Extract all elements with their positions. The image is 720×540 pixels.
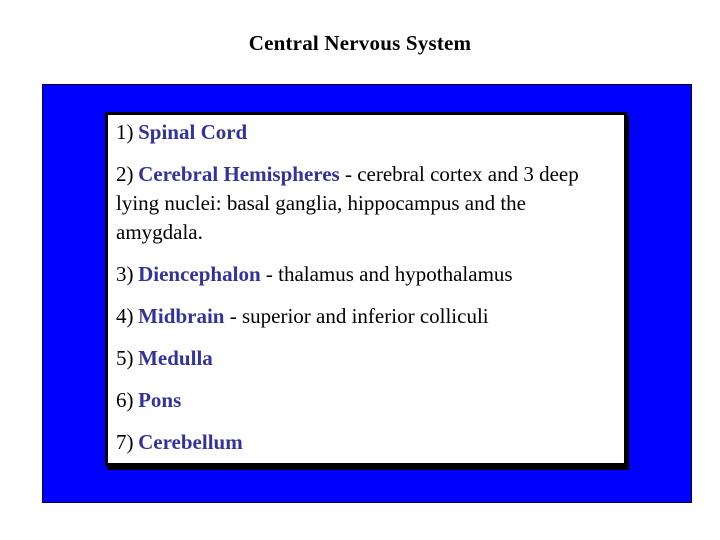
item-term: Cerebral Hemispheres [138, 162, 340, 186]
item-term: Midbrain [138, 304, 225, 328]
item-description: - superior and inferior colliculi [224, 304, 489, 328]
item-description: - cerebral cortex and 3 deep lying nucle… [116, 162, 579, 244]
list-item-4: 4)Midbrain - superior and inferior colli… [116, 302, 616, 331]
item-number: 5) [116, 346, 134, 370]
item-number: 6) [116, 388, 134, 412]
item-number: 4) [116, 304, 134, 328]
item-term: Diencephalon [138, 262, 261, 286]
list-item-5: 5)Medulla [116, 344, 616, 373]
item-term: Medulla [138, 346, 213, 370]
list-item-1: 1)Spinal Cord [116, 118, 616, 147]
content-card: 1)Spinal Cord 2)Cerebral Hemispheres - c… [105, 112, 627, 466]
item-term: Spinal Cord [138, 120, 248, 144]
slide-title: Central Nervous System [248, 31, 472, 55]
item-number: 1) [116, 120, 134, 144]
list-item-7: 7)Cerebellum [116, 428, 616, 457]
list-item-3: 3)Diencephalon - thalamus and hypothalam… [116, 260, 616, 289]
item-term: Pons [138, 388, 182, 412]
item-number: 3) [116, 262, 134, 286]
item-number: 2) [116, 162, 134, 186]
list-item-2: 2)Cerebral Hemispheres - cerebral cortex… [116, 160, 616, 247]
list-item-6: 6)Pons [116, 386, 616, 415]
blue-background-panel: 1)Spinal Cord 2)Cerebral Hemispheres - c… [42, 84, 692, 503]
item-number: 7) [116, 430, 134, 454]
item-description: - thalamus and hypothalamus [260, 262, 513, 286]
item-term: Cerebellum [138, 430, 243, 454]
